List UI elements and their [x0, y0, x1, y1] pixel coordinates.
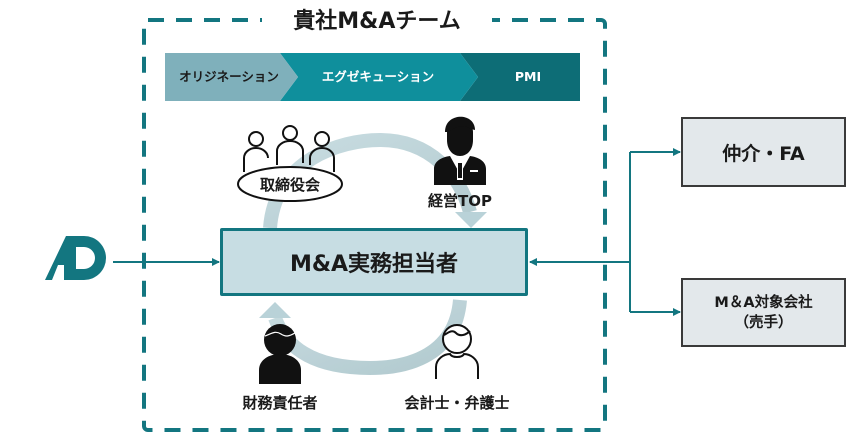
- phase-label-origination: オリジネーション: [179, 69, 279, 84]
- target-company-sublabel: （売手）: [734, 314, 793, 331]
- advisor-icon: [435, 324, 479, 379]
- cycle-arrowhead-bottom: [259, 302, 291, 318]
- target-company-box: M＆A対象会社 （売手）: [681, 278, 846, 347]
- target-company-label: M＆A対象会社: [714, 294, 813, 311]
- phase-chevron-pmi: [460, 53, 580, 101]
- board-icon: [237, 125, 343, 202]
- phase-chevron-execution: [280, 53, 478, 101]
- finance-head-icon: [259, 324, 301, 384]
- executive-icon: [434, 116, 486, 185]
- top-management-label: 経営TOP: [428, 192, 492, 210]
- main-box: M&A実務担当者: [220, 228, 528, 296]
- board-label: 取締役会: [259, 176, 320, 194]
- phase-label-pmi: PMI: [514, 69, 542, 84]
- phase-label-execution: エグゼキューション: [321, 69, 435, 84]
- phase-chevron-origination: [165, 53, 298, 101]
- finance-head-label: 財務責任者: [242, 394, 318, 412]
- intermediary-label: 仲介・FA: [722, 142, 805, 165]
- team-title: 貴社M&Aチーム: [262, 4, 492, 40]
- advisors-label: 会計士・弁護士: [404, 394, 510, 412]
- phase-bar: [165, 53, 580, 101]
- company-logo: [45, 236, 106, 280]
- main-box-label: M&A実務担当者: [289, 252, 459, 277]
- intermediary-box: 仲介・FA: [681, 117, 846, 187]
- cycle-arrowhead-top: [455, 212, 487, 228]
